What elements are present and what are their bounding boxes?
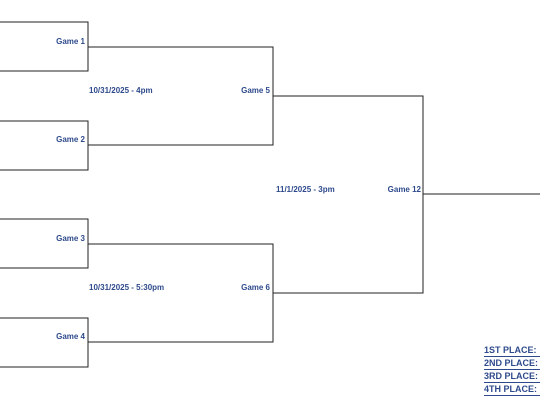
game-4-label: Game 4 bbox=[56, 332, 85, 341]
fourth-place-label: 4TH PLACE: bbox=[484, 384, 540, 396]
second-place-label: 2ND PLACE: bbox=[484, 358, 540, 370]
game-6-slot bbox=[88, 243, 274, 343]
game-5-date: 10/31/2025 - 4pm bbox=[89, 86, 153, 95]
first-place-label: 1ST PLACE: bbox=[484, 345, 540, 357]
third-place-label: 3RD PLACE: bbox=[484, 371, 540, 383]
game-2-label: Game 2 bbox=[56, 135, 85, 144]
game-5-slot bbox=[88, 46, 274, 146]
game-12-date: 11/1/2025 - 3pm bbox=[276, 185, 335, 194]
game-5-label: Game 5 bbox=[241, 86, 270, 95]
game-6-label: Game 6 bbox=[241, 283, 270, 292]
game-1-label: Game 1 bbox=[56, 37, 85, 46]
game-4-slot bbox=[0, 317, 89, 368]
game-6-date: 10/31/2025 - 5:30pm bbox=[89, 283, 165, 292]
game-2-slot bbox=[0, 120, 89, 171]
game-3-label: Game 3 bbox=[56, 234, 85, 243]
game-12-label: Game 12 bbox=[387, 185, 421, 194]
